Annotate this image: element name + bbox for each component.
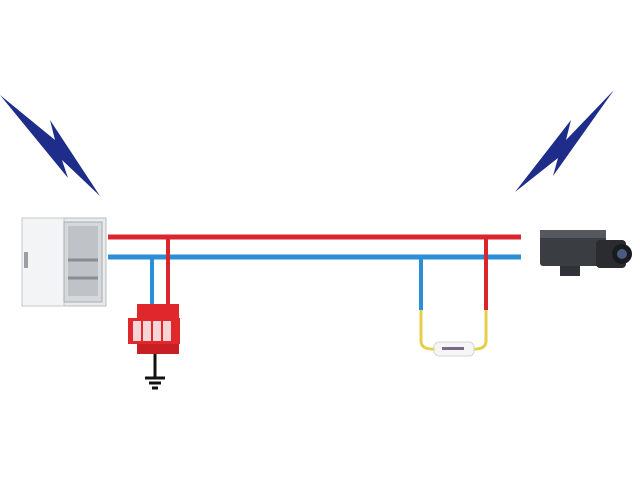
- lightning-bolt-left-icon: [0, 95, 100, 196]
- surge-protector: [128, 304, 180, 354]
- filter-lead-left: [419, 310, 437, 351]
- cctv-camera: [540, 230, 632, 276]
- line-filter: [433, 341, 475, 357]
- filter-lead-right: [471, 310, 488, 351]
- ground-icon: [145, 354, 165, 390]
- lightning-bolt-right-icon: [515, 90, 614, 192]
- electrical-cabinet: [21, 217, 107, 307]
